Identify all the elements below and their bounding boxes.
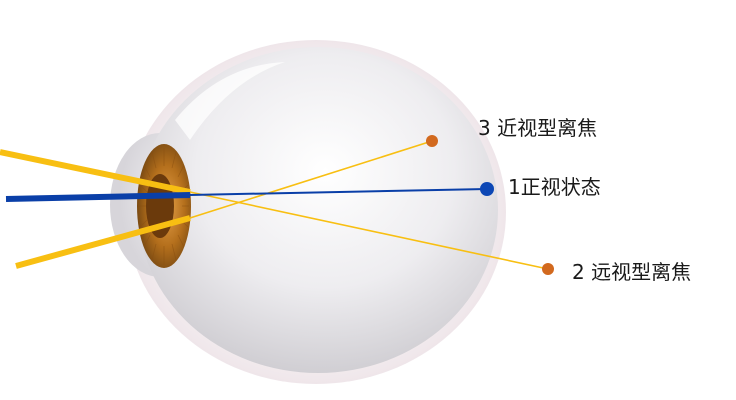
eyeball-highlight bbox=[175, 62, 285, 140]
normal-focus-dot bbox=[480, 182, 494, 196]
ray-upper-defocus-refracted bbox=[189, 191, 549, 270]
ray-lower-defocus bbox=[15, 215, 191, 269]
ray-normal-refracted bbox=[189, 188, 488, 196]
ray-lower-defocus-refracted bbox=[189, 140, 433, 219]
myopic-focus-label: 3 近视型离焦 bbox=[478, 116, 598, 140]
hyperopic-focus-label: 2 远视型离焦 bbox=[572, 260, 692, 284]
hyperopic-focus-dot bbox=[542, 263, 554, 275]
ray-upper-defocus bbox=[0, 149, 191, 195]
eyeball bbox=[138, 47, 498, 373]
normal-focus-label: 1正视状态 bbox=[508, 175, 601, 199]
myopic-focus-dot bbox=[426, 135, 438, 147]
ray-normal bbox=[5, 192, 191, 202]
